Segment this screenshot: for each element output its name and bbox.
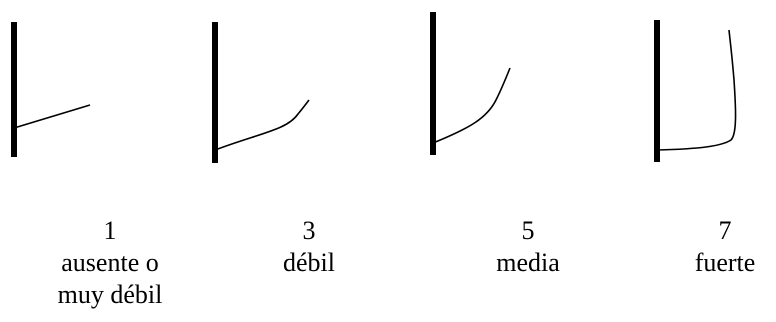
figure-1 [11, 22, 91, 157]
curvature-figures [11, 12, 737, 163]
figure-4 [654, 20, 737, 162]
caption-1-value: 1 [103, 216, 117, 245]
caption-3-value: 5 [521, 216, 535, 245]
figure-2 [212, 22, 310, 163]
figure-1-curve [13, 104, 91, 129]
caption-1-label-line-1: ausente o [61, 248, 159, 277]
caption-3: 5 media [448, 215, 608, 279]
figure-2-curve [214, 99, 310, 151]
figure-3-curve [432, 67, 511, 144]
figure-4-curve [656, 29, 737, 151]
caption-3-label: media [496, 248, 560, 277]
caption-2-value: 3 [302, 216, 316, 245]
figure-3 [430, 12, 511, 155]
caption-2: 3 débil [229, 215, 389, 279]
caption-4-label: fuerte [694, 248, 756, 277]
caption-1-label-line-2: muy débil [57, 280, 163, 309]
caption-1: 1 ausente o muy débil [30, 215, 190, 311]
caption-4-value: 7 [718, 216, 732, 245]
caption-2-label: débil [283, 248, 335, 277]
caption-4: 7 fuerte [645, 215, 776, 279]
